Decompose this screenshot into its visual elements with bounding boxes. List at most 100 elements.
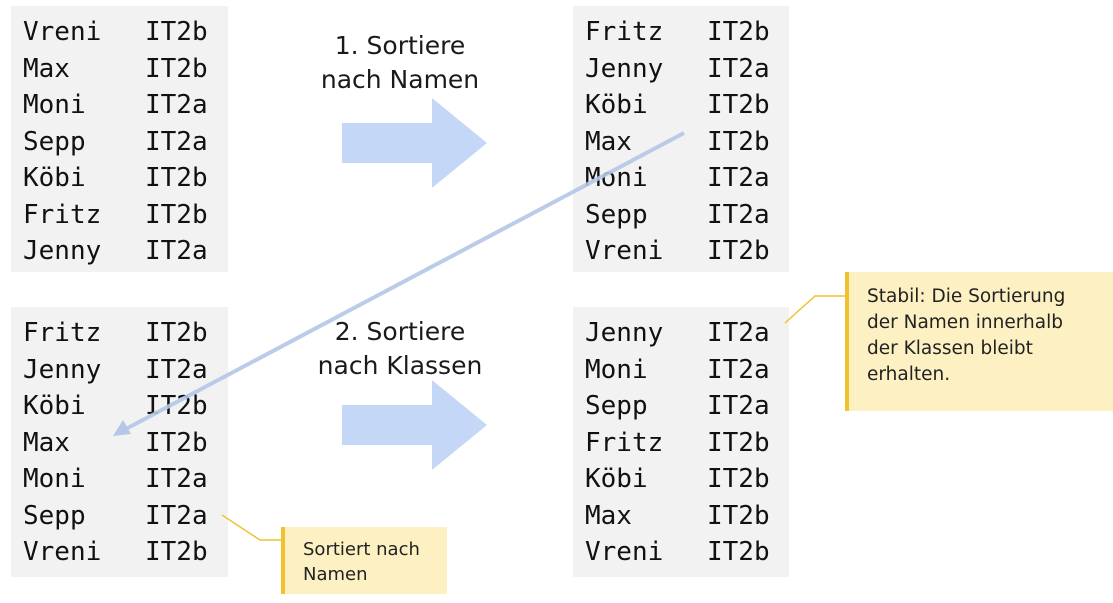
table-row: Moni IT2a	[23, 87, 216, 124]
step-1-arrow	[342, 98, 487, 188]
table-row: Köbi IT2b	[23, 160, 216, 197]
callout-line-stable	[784, 295, 845, 324]
student-class: IT2a	[145, 126, 208, 157]
student-name: Jenny	[23, 236, 102, 266]
student-name: Jenny	[585, 53, 664, 84]
table-row: Moni IT2a	[585, 352, 777, 389]
note-stable-line2: der Namen innerhalb	[867, 312, 1063, 333]
note-stable-line1: Stabil: Die Sortierung	[867, 286, 1066, 307]
note-stable-line4: erhalten.	[867, 364, 951, 385]
table-row: Max IT2b	[23, 51, 216, 88]
step-2-label: 2. Sortiere nach Klassen	[300, 315, 500, 383]
note-sorted-by-name: Sortiert nach Namen	[281, 527, 447, 594]
student-name: Jenny	[23, 354, 102, 385]
student-class: IT2a	[145, 90, 208, 120]
step-2-line2: nach Klassen	[317, 351, 483, 380]
student-name: Max	[23, 427, 70, 458]
table-row: Max IT2b	[585, 498, 777, 535]
student-name: Jenny	[585, 318, 664, 348]
student-name: Vreni	[585, 236, 664, 266]
table-row: Köbi IT2b	[585, 461, 777, 498]
student-name: Max	[23, 53, 70, 84]
table-row: Jenny IT2a	[23, 352, 216, 389]
copy-line	[123, 131, 685, 432]
table-row: Fritz IT2b	[23, 315, 216, 352]
student-class: IT2b	[145, 318, 208, 348]
student-name: Max	[585, 500, 632, 531]
student-name: Fritz	[23, 199, 102, 230]
table-row: Sepp IT2a	[23, 124, 216, 161]
student-class: IT2a	[145, 500, 208, 531]
student-name: Fritz	[585, 17, 664, 47]
table-row: Sepp IT2a	[585, 197, 777, 234]
step-2-arrow	[342, 380, 487, 470]
student-name: Sepp	[23, 500, 86, 531]
student-class: IT2a	[707, 199, 770, 230]
student-name: Moni	[585, 354, 648, 385]
student-name: Köbi	[585, 464, 648, 494]
table-row: Vreni IT2b	[585, 233, 777, 270]
table-row: Max IT2b	[23, 425, 216, 462]
student-class: IT2a	[145, 464, 208, 494]
student-class: IT2a	[145, 354, 208, 385]
table-row: Fritz IT2b	[23, 197, 216, 234]
student-name: Sepp	[585, 199, 648, 230]
table-row: Fritz IT2b	[585, 14, 777, 51]
table-row: Jenny IT2a	[585, 315, 777, 352]
step-1-line1: 1. Sortiere	[334, 31, 466, 60]
student-class: IT2a	[707, 391, 770, 421]
student-name: Vreni	[585, 537, 664, 567]
student-name: Köbi	[585, 90, 648, 120]
table-row: Moni IT2a	[23, 461, 216, 498]
student-class: IT2b	[707, 500, 770, 531]
student-class: IT2b	[145, 163, 208, 193]
note-stable-line3: der Klassen bleibt	[867, 338, 1033, 359]
table-row: Vreni IT2b	[585, 534, 777, 571]
copy-line-arrowhead	[113, 420, 131, 436]
student-class: IT2b	[145, 199, 208, 230]
student-class: IT2b	[145, 427, 208, 458]
student-class: IT2b	[707, 90, 770, 120]
student-class: IT2b	[707, 464, 770, 494]
note-stable: Stabil: Die Sortierung der Namen innerha…	[845, 272, 1113, 411]
student-name: Moni	[23, 464, 86, 494]
note-sorted-line2: Namen	[303, 564, 368, 585]
student-class: IT2a	[707, 53, 770, 84]
student-class: IT2a	[707, 354, 770, 385]
student-class: IT2b	[145, 537, 208, 567]
table-row: Sepp IT2a	[585, 388, 777, 425]
student-class: IT2a	[707, 318, 770, 348]
student-name: Sepp	[23, 126, 86, 157]
student-name: Fritz	[23, 318, 102, 348]
student-name: Fritz	[585, 427, 664, 458]
student-name: Köbi	[23, 163, 86, 193]
student-class: IT2a	[707, 163, 770, 193]
table-row: Sepp IT2a	[23, 498, 216, 535]
student-name: Vreni	[23, 537, 102, 567]
student-name: Moni	[23, 90, 86, 120]
student-class: IT2b	[707, 236, 770, 266]
student-class: IT2b	[145, 391, 208, 421]
student-class: IT2b	[145, 53, 208, 84]
student-class: IT2b	[707, 537, 770, 567]
student-class: IT2b	[145, 17, 208, 47]
student-class: IT2b	[707, 17, 770, 47]
student-class: IT2b	[707, 427, 770, 458]
student-name: Köbi	[23, 391, 86, 421]
step-2-line1: 2. Sortiere	[334, 317, 466, 346]
callout-line-sorted	[221, 514, 282, 541]
table-row: Fritz IT2b	[585, 425, 777, 462]
student-class: IT2b	[707, 126, 770, 157]
note-sorted-line1: Sortiert nach	[303, 539, 420, 560]
table-row: Vreni IT2b	[23, 534, 216, 571]
table-row: Köbi IT2b	[23, 388, 216, 425]
student-name: Sepp	[585, 391, 648, 421]
